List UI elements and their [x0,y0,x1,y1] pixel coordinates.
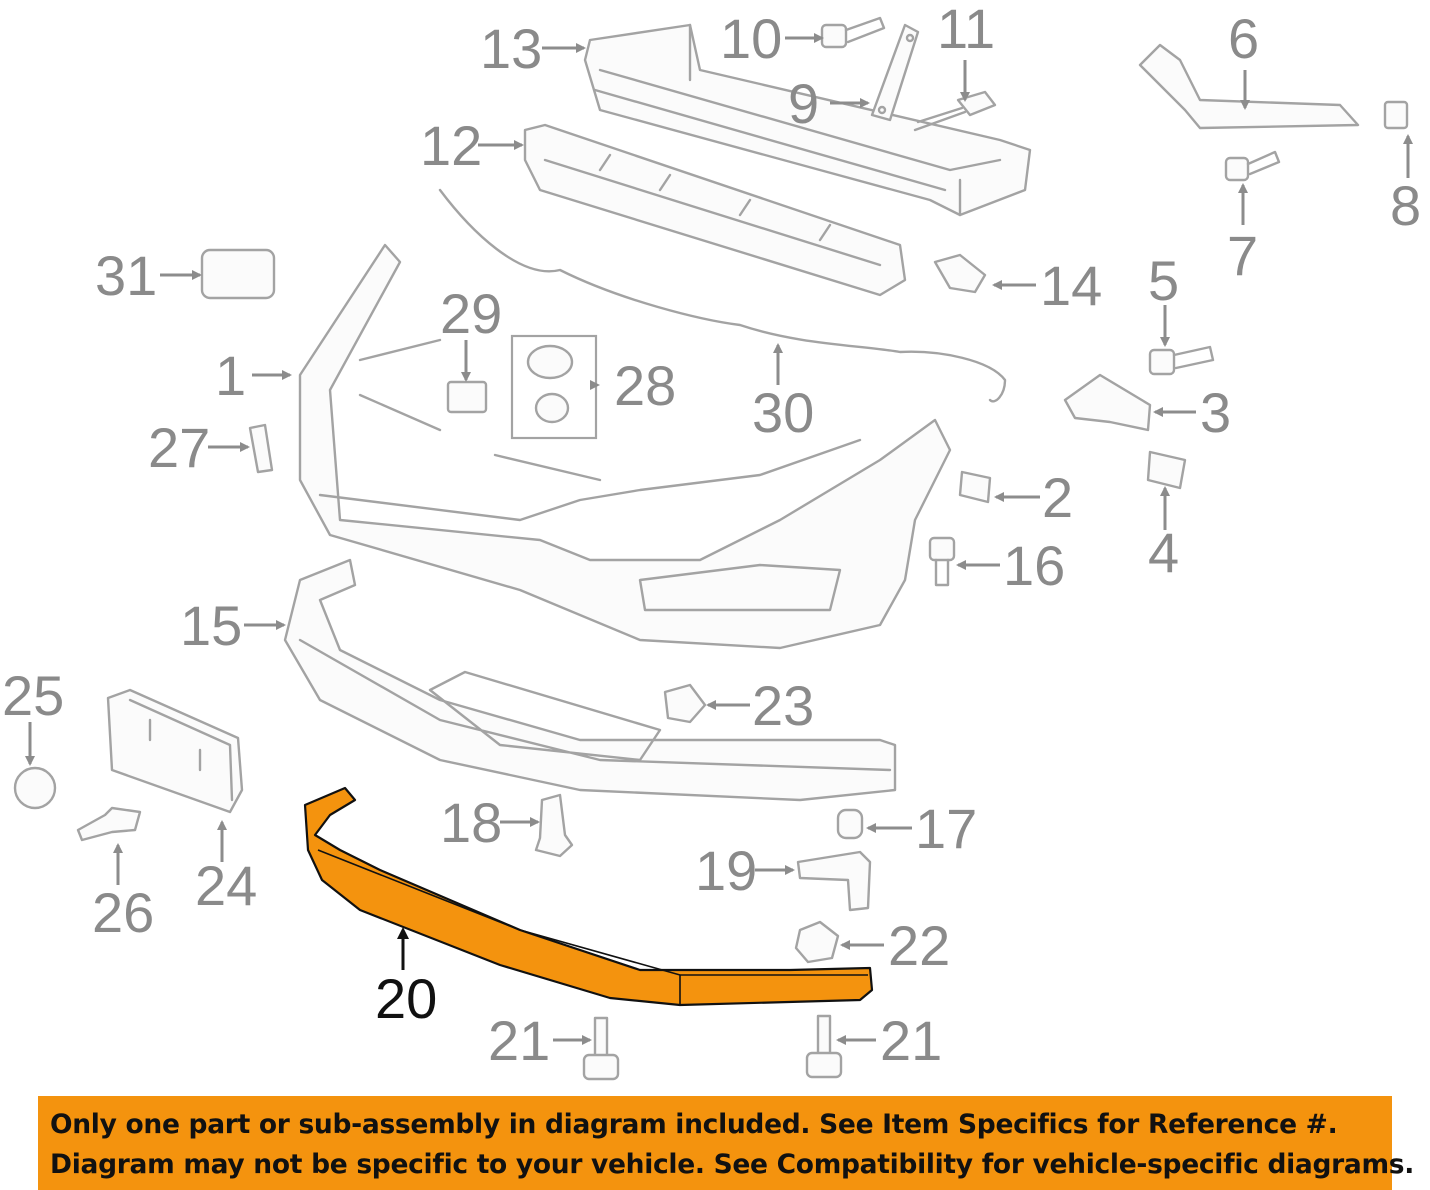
callout-25: 25 [2,664,64,727]
part-23-nut [663,683,707,724]
disclaimer-line-1: Only one part or sub-assembly in diagram… [50,1109,1338,1140]
part-29-clip [446,380,488,414]
callout-27: 27 [148,416,210,479]
callout-5: 5 [1148,249,1179,312]
part-5-bolt [1148,345,1215,376]
part-17-spacer [836,808,864,840]
callout-2: 2 [1042,466,1073,529]
callout-10: 10 [720,7,782,70]
callout-15: 15 [180,594,242,657]
disclaimer-line-2: Diagram may not be specific to your vehi… [50,1149,1415,1180]
part-21-bolt-right [805,1014,843,1079]
callout-9: 9 [788,72,819,135]
part-7-bolt [1224,150,1281,182]
part-30-wiring-harness [438,188,1007,403]
part-12-energy-absorber [523,123,907,297]
part-10-bolt [820,16,886,49]
part-6-bracket [1138,43,1360,130]
part-8-clip [1383,100,1409,130]
part-28-park-sensors [510,334,598,440]
callout-29: 29 [440,282,502,345]
callout-12: 12 [420,114,482,177]
callout-1: 1 [215,344,246,407]
callout-31: 31 [95,244,157,307]
part-2-clip [958,470,992,504]
part-9-bracket [870,23,920,122]
callout-26: 26 [92,881,154,944]
part-14-grommet [933,253,987,294]
parts-diagram: 1 2 3 4 5 6 7 8 9 10 11 12 13 14 15 16 1… [2,0,1421,1081]
part-3-bracket [1063,373,1152,432]
part-1-bumper-cover [298,243,952,650]
callout-21-right: 21 [880,1009,942,1072]
callout-17: 17 [915,797,977,860]
callout-30: 30 [752,381,814,444]
callout-20: 20 [375,967,437,1030]
part-21-bolt-left [582,1016,620,1081]
part-19-bracket [796,850,872,912]
part-15-lower-fascia [283,558,897,802]
callout-24: 24 [195,854,257,917]
part-25-retainer [13,766,57,810]
callout-4: 4 [1148,521,1179,584]
part-26-push-pin [76,806,142,842]
part-24-license-bracket [106,688,244,814]
callout-13: 13 [480,17,542,80]
callout-18: 18 [440,791,502,854]
part-31-sensor [200,248,276,300]
part-27-clip [248,423,274,474]
callout-labels: 1 2 3 4 5 6 7 8 9 10 11 12 13 14 15 16 1… [2,0,1421,1072]
callout-16: 16 [1003,534,1065,597]
callout-19: 19 [695,839,757,902]
callout-21-left: 21 [488,1009,550,1072]
callout-28: 28 [614,354,676,417]
callout-22: 22 [888,914,950,977]
callout-14: 14 [1040,254,1102,317]
callout-11: 11 [937,0,995,60]
part-13-impact-bar [583,23,1032,217]
callout-8: 8 [1390,174,1421,237]
callout-23: 23 [752,674,814,737]
callout-6: 6 [1228,7,1259,70]
part-16-bolt [928,536,956,587]
part-18-clip [534,793,574,858]
callout-7: 7 [1227,224,1258,287]
part-20-air-deflector [303,786,874,1007]
callout-3: 3 [1200,381,1231,444]
disclaimer-banner: Only one part or sub-assembly in diagram… [38,1096,1415,1190]
part-22-nut [794,920,840,964]
leader-lines [25,33,1413,1045]
part-4-clip [1146,450,1187,490]
